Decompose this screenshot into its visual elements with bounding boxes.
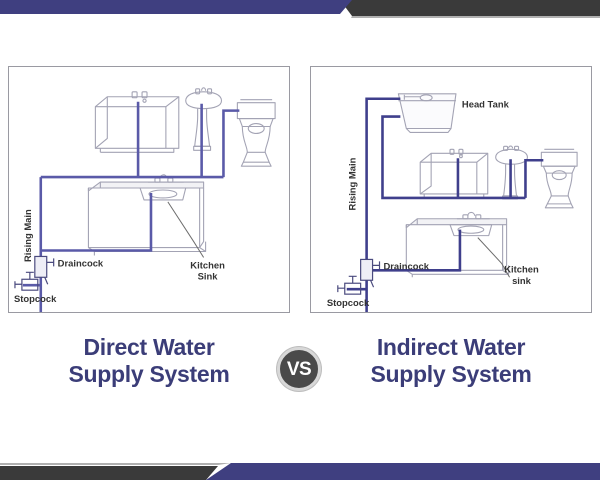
label-rising-main: Rising Main [22, 209, 33, 262]
stopcock-valve [14, 271, 39, 291]
kitchen-sink-counter-fixture [405, 211, 510, 278]
label-draincock: Draincock [58, 257, 104, 268]
label-stopcock: Stopcock [14, 293, 57, 304]
draincock-spout [370, 261, 381, 288]
bottom-banner-purple-shape [206, 463, 600, 480]
top-banner-dark-shape [340, 0, 600, 16]
stopcock-valve [337, 275, 362, 295]
label-kitchen-sink-line1: Kitchen [504, 263, 539, 274]
draincock-valve [360, 258, 374, 281]
head-tank-fixture [397, 93, 457, 134]
bathtub-fixture [419, 148, 489, 199]
panel-indirect-water-system: Head Tank Rising Main Draincock Stopcock… [310, 66, 592, 313]
draincock-valve [34, 255, 48, 278]
bottom-banner-dark-shape [0, 466, 218, 480]
vs-badge-label: VS [286, 358, 312, 380]
draincock-spout [44, 258, 55, 285]
title-indirect-line1: Indirect Water [376, 334, 526, 360]
kitchen-sink-counter-fixture [87, 174, 207, 256]
top-banner [0, 0, 600, 22]
panel-direct-water-system: Rising Main Draincock Stopcock Kitchen S… [8, 66, 290, 313]
kitchen-sink-leader-line [167, 201, 205, 258]
toilet-fixture [236, 99, 276, 167]
label-head-tank: Head Tank [462, 99, 510, 110]
direct-system-diagram: Rising Main Draincock Stopcock Kitchen S… [14, 87, 276, 312]
bottom-banner [0, 454, 600, 480]
label-draincock: Draincock [383, 260, 429, 271]
label-kitchen-sink-line2: sink [512, 275, 532, 286]
bottom-banner-gray-accent [0, 463, 231, 465]
pipe-network [346, 97, 544, 312]
indirect-system-diagram: Head Tank Rising Main Draincock Stopcock… [327, 93, 578, 312]
wash-basin-fixture [185, 87, 223, 151]
label-kitchen-sink-line2: Sink [198, 270, 219, 281]
kitchen-sink-leader-line [477, 237, 511, 278]
title-direct-line2: Supply System [68, 361, 230, 387]
title-indirect-line2: Supply System [370, 361, 532, 387]
title-direct-line1: Direct Water [83, 334, 215, 360]
label-stopcock: Stopcock [327, 297, 370, 308]
label-kitchen-sink-line1: Kitchen [190, 259, 225, 270]
title-indirect-water-supply-system: Indirect Water Supply System [310, 334, 592, 388]
top-banner-purple-shape [0, 0, 352, 14]
toilet-fixture [540, 148, 578, 209]
bathtub-fixture [94, 91, 180, 153]
vs-badge: VS [277, 347, 321, 391]
pipe-network [22, 101, 240, 312]
title-direct-water-supply-system: Direct Water Supply System [8, 334, 290, 388]
label-rising-main: Rising Main [347, 157, 358, 210]
top-banner-gray-accent [351, 16, 600, 18]
